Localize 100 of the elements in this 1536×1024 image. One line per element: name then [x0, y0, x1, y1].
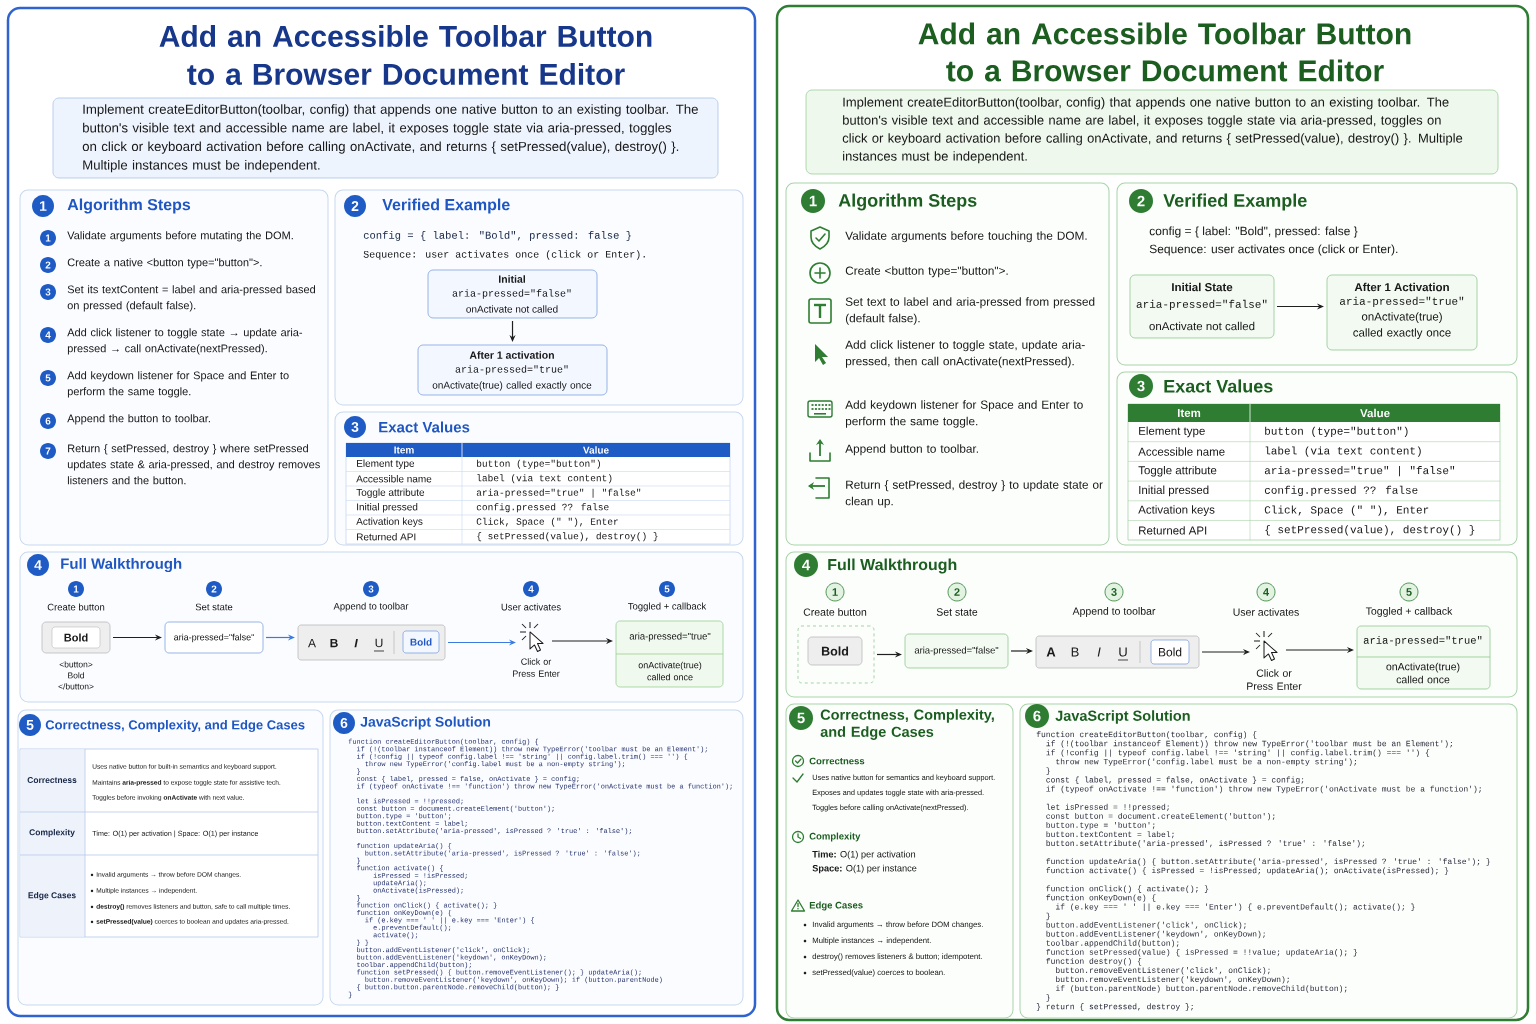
number-badge: 1 — [825, 582, 845, 602]
number-badge: 1 — [801, 189, 825, 213]
icon-caption: Click or Press Enter — [1247, 669, 1302, 690]
row-value: label (via text content) — [477, 474, 612, 484]
code-line: if (typeof onActivate !== 'function') throw new TypeError('onActivate must be a function'); — [1046, 785, 1481, 794]
code-line: function createEditorButton(toolbar, config) { — [1036, 731, 1257, 739]
row-value: config.pressed ?? false — [1264, 485, 1418, 497]
title: Add an Accessible Toolbar Button to a Browser Document Editor — [918, 22, 1411, 82]
code-line: } — [1046, 912, 1050, 921]
row-value: aria-pressed="true" | "false" — [1264, 466, 1455, 477]
step-text: Return { setPressed, destroy } to update state or clean up. — [845, 480, 1103, 508]
code-line: if (e.key === ' ' || e.key === 'Enter') { e.preventDefault(); activate(); } — [1056, 903, 1415, 912]
subsection-heading: Edge Cases — [809, 901, 863, 911]
code-line: function onKeyDown(e) { — [1046, 894, 1156, 902]
section-heading: Correctness, Complexity, and Edge Cases — [820, 709, 994, 740]
row-label: Activation keys — [356, 517, 423, 527]
number-badge: 3 — [344, 416, 366, 438]
section-heading: Exact Values — [1164, 379, 1273, 393]
number-badge: 4 — [1256, 582, 1276, 602]
step-text: Set its textContent = label and aria-pressed based on pressed (default false). — [67, 285, 315, 312]
step-label: Set state — [936, 608, 978, 616]
code-line: button.removeEventListener('keydown', onKeyDown); — [1056, 976, 1289, 984]
number-badge: 6 — [1025, 704, 1049, 728]
code-line: if (button.parentNode) button.parentNode.removeChild(button); — [1056, 985, 1347, 993]
code-line: const { label, pressed = false, onActivate } = config; — [1046, 776, 1304, 785]
button-box: Bold — [797, 625, 875, 684]
format-glyph: A — [1046, 647, 1056, 657]
number-badge: 3 — [1129, 374, 1153, 398]
step-label: Toggled + callback — [628, 602, 707, 612]
number-badge: 6 — [333, 712, 355, 734]
number-badge: 5 — [19, 714, 41, 736]
subsection-heading: Correctness — [809, 757, 865, 765]
number-badge: 2 — [344, 195, 366, 217]
number-badge: 7 — [40, 443, 56, 459]
column-header: Value — [583, 446, 609, 454]
row-value: Click, Space (" "), Enter — [476, 517, 618, 527]
code-line: function updateAria() { button.setAttribute('aria-pressed', isPressed ? 'true' : 'false'); } — [1046, 858, 1490, 866]
toolbar-button: Bold — [402, 630, 440, 654]
format-glyph: U — [373, 638, 385, 652]
state-box: After 1 activation aria-pressed="true" onActivate(true) called exactly once — [417, 344, 608, 396]
row-label: Edge Cases — [28, 892, 76, 900]
step-text: Set text to label and aria-pressed from pressed (default false). — [845, 297, 1095, 325]
code-line: if (!config || typeof config.label !== 'string' || config.label.trim() === '') { — [1046, 749, 1430, 757]
number-badge: 4 — [523, 581, 539, 597]
code-line: let isPressed = !!pressed; — [1046, 803, 1169, 812]
code-line: function setPressed(value) { isPressed = !!value; updateAria(); } — [1046, 948, 1357, 957]
code-line: toolbar.appendChild(button); — [1046, 939, 1179, 948]
step-text: Add click listener to toggle state → update aria-pressed → call onActivate(nextPressed). — [67, 328, 303, 355]
code-line: if (!(toolbar instanceof Element)) throw new TypeError('toolbar must be an Element'); — [1046, 740, 1453, 748]
row-label: Activation keys — [1138, 505, 1215, 516]
format-glyph: U — [1117, 647, 1129, 661]
step-text: Validate arguments before mutating the DOM. — [67, 231, 293, 242]
row-label: Accessible name — [1138, 447, 1225, 456]
row-value: { setPressed(value), destroy() } — [477, 532, 658, 542]
code-line: function destroy() { — [1046, 958, 1142, 966]
number-badge: 2 — [947, 582, 967, 602]
code-text: config = { label: "Bold", pressed: false } — [1149, 226, 1358, 238]
step-text: Add keydown listener for Space and Enter to perform the same toggle. — [67, 371, 289, 398]
icon-caption: Click or Press Enter — [513, 658, 560, 677]
step-text: Create a native <button type="button">. — [67, 258, 262, 269]
row-value: aria-pressed="true" | "false" — [476, 488, 641, 498]
format-glyph: I — [1097, 647, 1101, 657]
step-text: Add click listener to toggle state, update aria-pressed, then call onActivate(nextPressed). — [845, 340, 1085, 368]
number-badge: 5 — [789, 706, 813, 730]
format-glyph: A — [308, 638, 316, 648]
intro-box: Implement createEditorButton(toolbar, config) that appends one native button to an existing toolbar. The button's visible text and accessible name are label, it exposes toggle state via aria-pressed, toggles on click or keyboard activation before calling onActivate, and returns { setPressed(value), destroy() }. Multiple instances must be independent. — [52, 97, 719, 179]
format-glyph: B — [330, 638, 338, 648]
number-badge: 2 — [1129, 189, 1153, 213]
code-line: button.addEventListener('click', onClick); — [1046, 921, 1246, 930]
row-label: Toggle attribute — [1138, 465, 1217, 477]
section-heading: Verified Example — [382, 198, 510, 214]
step-label: Append to toolbar — [1072, 607, 1156, 617]
number-badge: 5 — [1399, 582, 1419, 602]
markup-caption: <button> Bold </button> — [58, 661, 94, 690]
code-line: button.setAttribute('aria-pressed', isPressed ? 'true' : 'false'); — [1046, 840, 1365, 848]
result-box: aria-pressed="true" onActivate(true) called once — [615, 620, 724, 688]
row-value: { setPressed(value), destroy() } — [1265, 525, 1475, 536]
code-line: button.type = 'button'; — [1046, 821, 1155, 830]
row-value: button (type="button") — [477, 459, 600, 469]
column-header: Item — [394, 446, 414, 454]
row-label: Initial pressed — [1139, 485, 1209, 497]
code-line: button.addEventListener('keydown', onKeyDown); — [1046, 930, 1265, 939]
row-value: button (type="button") — [1265, 426, 1408, 437]
title: Add an Accessible Toolbar Button to a Browser Document Editor — [159, 25, 652, 85]
step-label: Create button — [803, 608, 867, 616]
section-heading: JavaScript Solution — [360, 716, 491, 730]
row-label: Complexity — [29, 829, 75, 837]
intro-box: Implement createEditorButton(toolbar, config) that appends one native button to an existing toolbar. The button's visible text and accessible name are label, it exposes toggle state via aria-pressed, toggles on click or keyboard activation before calling onActivate, and returns { setPressed(value), destroy() }. Multiple instances must be independent. — [805, 89, 1499, 175]
row-label: Element type — [357, 459, 415, 469]
number-badge: 2 — [206, 581, 222, 597]
section-heading: JavaScript Solution — [1055, 710, 1190, 724]
complexity-text: Time: O(1) per activation — [812, 850, 916, 860]
step-label: Create button — [47, 603, 105, 611]
sequence-text: Sequence: user activates once (click or Enter). — [363, 250, 645, 260]
row-label: Initial pressed — [357, 503, 418, 513]
format-glyph: I — [354, 638, 358, 648]
number-badge: 5 — [40, 370, 56, 386]
row-label: Element type — [1139, 426, 1205, 438]
row-label: Correctness — [27, 777, 77, 783]
section-heading: Exact Values — [379, 421, 470, 433]
